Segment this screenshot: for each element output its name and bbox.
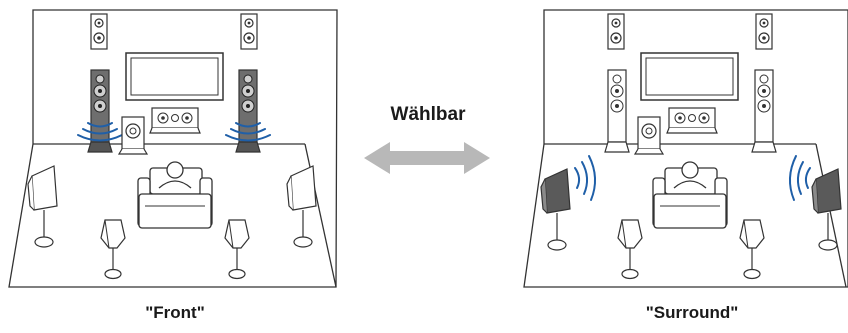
center-speaker-icon [666,107,718,134]
left-room [8,9,338,288]
sound-wave-icon [574,155,811,201]
left-room-caption: "Front" [145,303,205,322]
right-room [523,9,848,288]
front-right-speaker-icon [751,69,777,153]
right-room-caption: "Surround" [645,303,739,322]
right-ceiling-speaker-icon [755,13,773,50]
double-arrow-icon [364,142,490,174]
subwoofer-icon [634,116,664,155]
subwoofer-icon [118,116,148,155]
left-ceiling-speaker-icon [240,13,258,50]
center-speaker-icon [149,107,201,134]
left-ceiling-speaker-icon [90,13,108,50]
selectable-label: Wählbar [390,104,466,125]
right-ceiling-speaker-icon [607,13,625,50]
front-left-speaker-icon [604,69,630,153]
sound-wave-icon [77,122,271,142]
